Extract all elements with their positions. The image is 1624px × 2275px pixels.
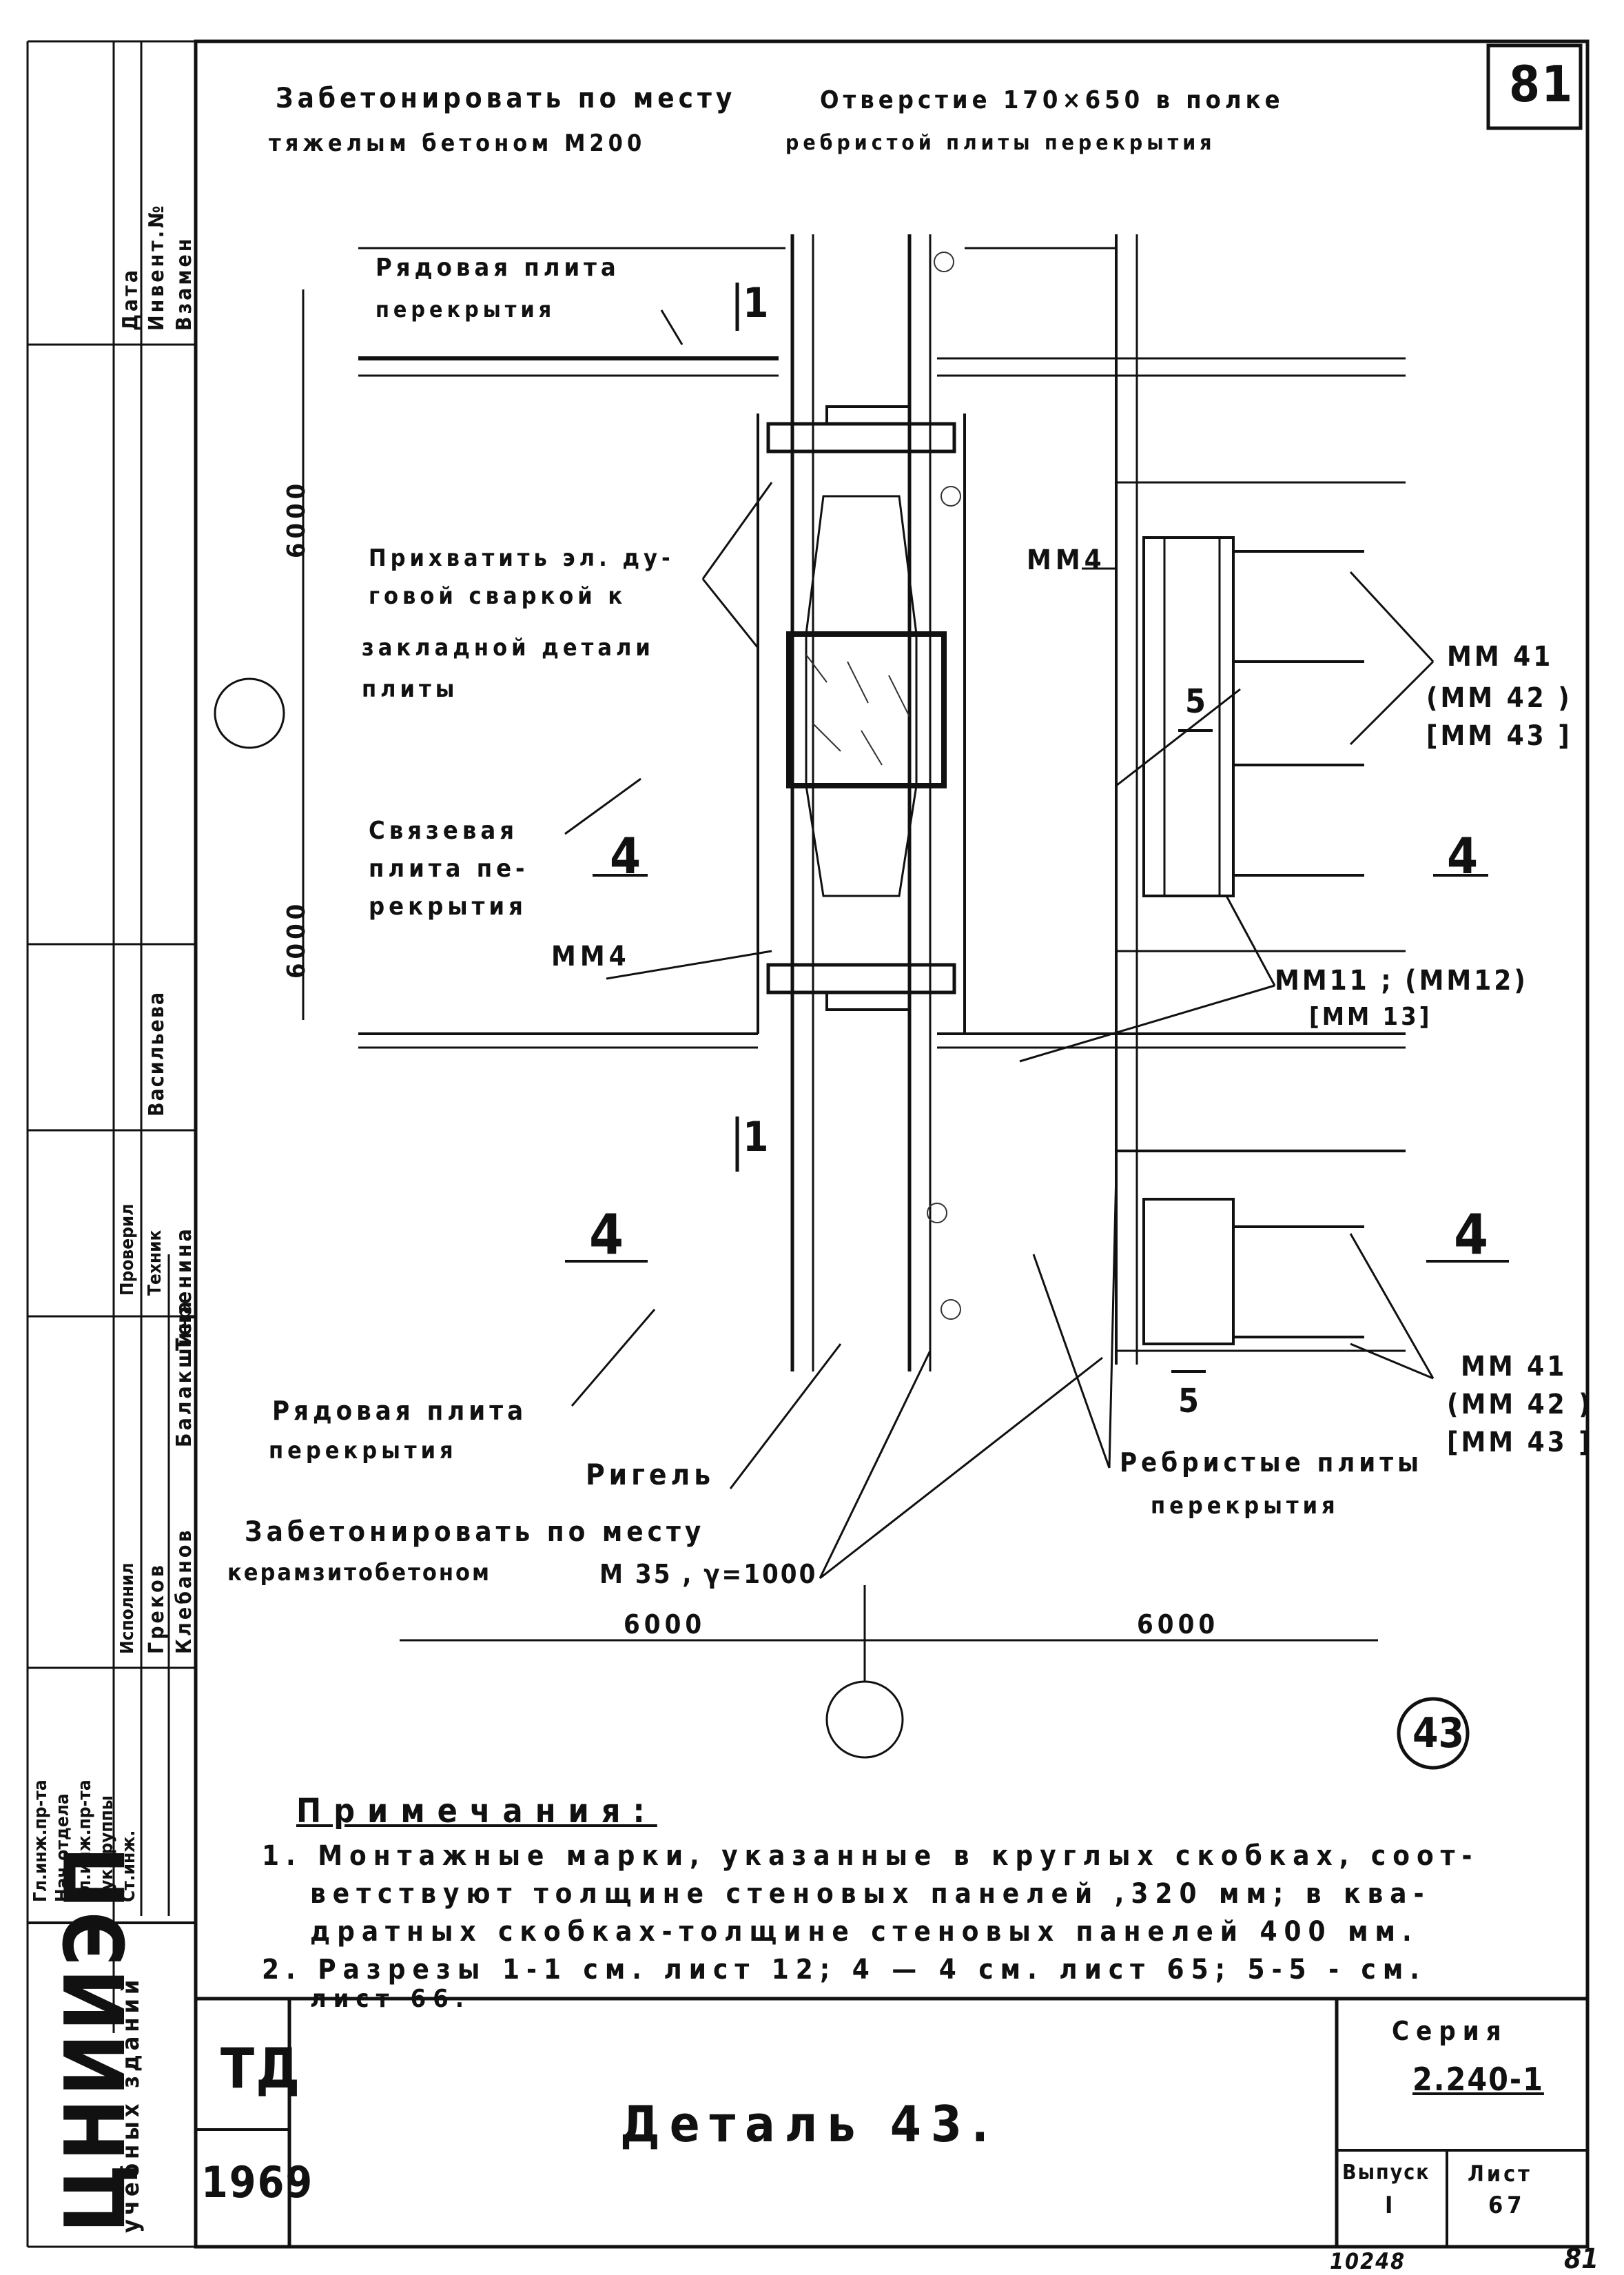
section-1-bot: 1 (743, 1113, 773, 1161)
tb-title: Деталь 43. (620, 2095, 998, 2153)
concrete-bot-3: М 35 , γ=1000 (599, 1559, 818, 1589)
mark-mm43-top: [ММ 43 ] (1426, 720, 1572, 752)
name-c: Васильева (145, 990, 169, 1116)
ordinary-slab-bot-2: перекрытия (269, 1437, 458, 1465)
section-5-bot: 5 (1178, 1382, 1204, 1420)
ordinary-slab-top-2: перекрытия (376, 296, 556, 323)
mark-mm42-bot: (ММ 42 ) (1447, 1389, 1593, 1420)
rigel-label: Ригель (586, 1458, 715, 1491)
tb-series-label: Серия (1392, 2016, 1508, 2046)
concrete-bot-1: Забетонировать по месту (245, 1516, 706, 1548)
weld-note-4: плиты (362, 675, 459, 703)
mark-mm41-top: ММ 41 (1447, 641, 1554, 673)
weld-note-3: закладной детали (362, 634, 655, 662)
weld-note-1: Прихватить эл. ду- (369, 544, 675, 572)
role-3: Рук.группы (96, 1795, 117, 1902)
name-3: Теренина (172, 1226, 196, 1351)
sheet-number: 81 (1509, 55, 1574, 113)
dim-left-upper: 6000 (282, 479, 311, 558)
tb-td: ТД (220, 2037, 302, 2101)
dim-bottom-left: 6000 (624, 1609, 706, 1640)
section-4-right: 4 (1447, 827, 1483, 885)
role-b-1: Проверил (117, 1203, 138, 1296)
callout-opening-2: ребристой плиты перекрытия (785, 131, 1216, 155)
dim-left-lower: 6000 (282, 899, 311, 979)
role-b-2: Техник (145, 1230, 165, 1296)
concrete-bot-2: керамзитобетоном (227, 1559, 492, 1587)
notes-heading: Примечания: (296, 1792, 657, 1830)
tb-issue-value: I (1385, 2192, 1397, 2219)
mark-mm11: ММ11 ; (ММ12) (1275, 965, 1528, 997)
note-1b: ветствуют толщине стеновых панелей ,320 … (310, 1878, 1431, 1910)
tb-series-value: 2.240-1 (1412, 2061, 1544, 2098)
callout-concrete-heavy-2: тяжелым бетоном М200 (269, 130, 646, 157)
mark-mm41-bot: ММ 41 (1461, 1351, 1568, 1383)
note-1c: дратных скобках-толщине стеновых панелей… (310, 1916, 1419, 1948)
mark-mm4-left: ММ4 (551, 941, 630, 972)
section-1-top: 1 (743, 279, 773, 327)
ordinary-slab-top-1: Рядовая плита (376, 254, 620, 282)
mark-mm13: [ММ 13] (1309, 1003, 1432, 1031)
name-0: Греков (145, 1562, 169, 1654)
role-1: Нач.отдела (52, 1793, 73, 1902)
tie-slab-3: рекрытия (369, 892, 527, 921)
mark-mm4-center: ММ4 (1027, 544, 1106, 576)
note-2a: 2. Разрезы 1-1 см. лист 12; 4 — 4 см. ли… (262, 1954, 1426, 1986)
tie-slab-1: Связевая (369, 817, 518, 845)
corner-number: 81 (1564, 2243, 1599, 2275)
role-b-0: Исполнил (117, 1562, 138, 1654)
ordinary-slab-bot-1: Рядовая плита (272, 1396, 528, 1426)
inventory-label: Инвент.№ (145, 203, 169, 331)
section-4-bot-right: 4 (1454, 1203, 1493, 1267)
name-1: Клебанов (172, 1527, 196, 1654)
bottom-number: 10248 (1330, 2248, 1406, 2274)
tb-sheet-value: 67 (1488, 2192, 1526, 2219)
callout-opening-1: Отверстие 170×650 в полке (820, 86, 1284, 114)
section-4-bot-left: 4 (589, 1203, 628, 1267)
weld-note-2: говой сваркой к (369, 582, 627, 610)
callout-concrete-heavy-1: Забетонировать по месту (276, 83, 737, 114)
note-2b: лист 66. (310, 1985, 471, 2013)
tb-year: 1969 (201, 2157, 314, 2207)
ribbed-slabs-1: Ребристые плиты (1120, 1447, 1423, 1478)
section-5-top: 5 (1185, 682, 1211, 721)
role-0: Гл.инж.пр-та (30, 1779, 51, 1902)
date-label: Дата (119, 267, 143, 331)
vzamen-label: Взамен (172, 236, 196, 331)
tb-sheet-label: Лист (1468, 2161, 1532, 2187)
tb-issue-label: Выпуск (1342, 2161, 1430, 2185)
section-4-left: 4 (610, 827, 646, 885)
detail-circle-number: 43 (1412, 1709, 1465, 1757)
mark-mm42-top: (ММ 42 ) (1426, 682, 1572, 714)
tie-slab-2: плита пе- (369, 855, 529, 883)
role-2: Гл.инж.пр-та (74, 1779, 95, 1902)
dim-bottom-right: 6000 (1137, 1609, 1220, 1640)
role-4: Ст.инж. (119, 1830, 139, 1902)
ribbed-slabs-2: перекрытия (1151, 1492, 1339, 1520)
mark-mm43-bot: [ММ 43 ] (1447, 1427, 1593, 1458)
org-subtitle: учебных зданий (117, 1975, 145, 2233)
note-1a: 1. Монтажные марки, указанные в круглых … (262, 1840, 1479, 1872)
